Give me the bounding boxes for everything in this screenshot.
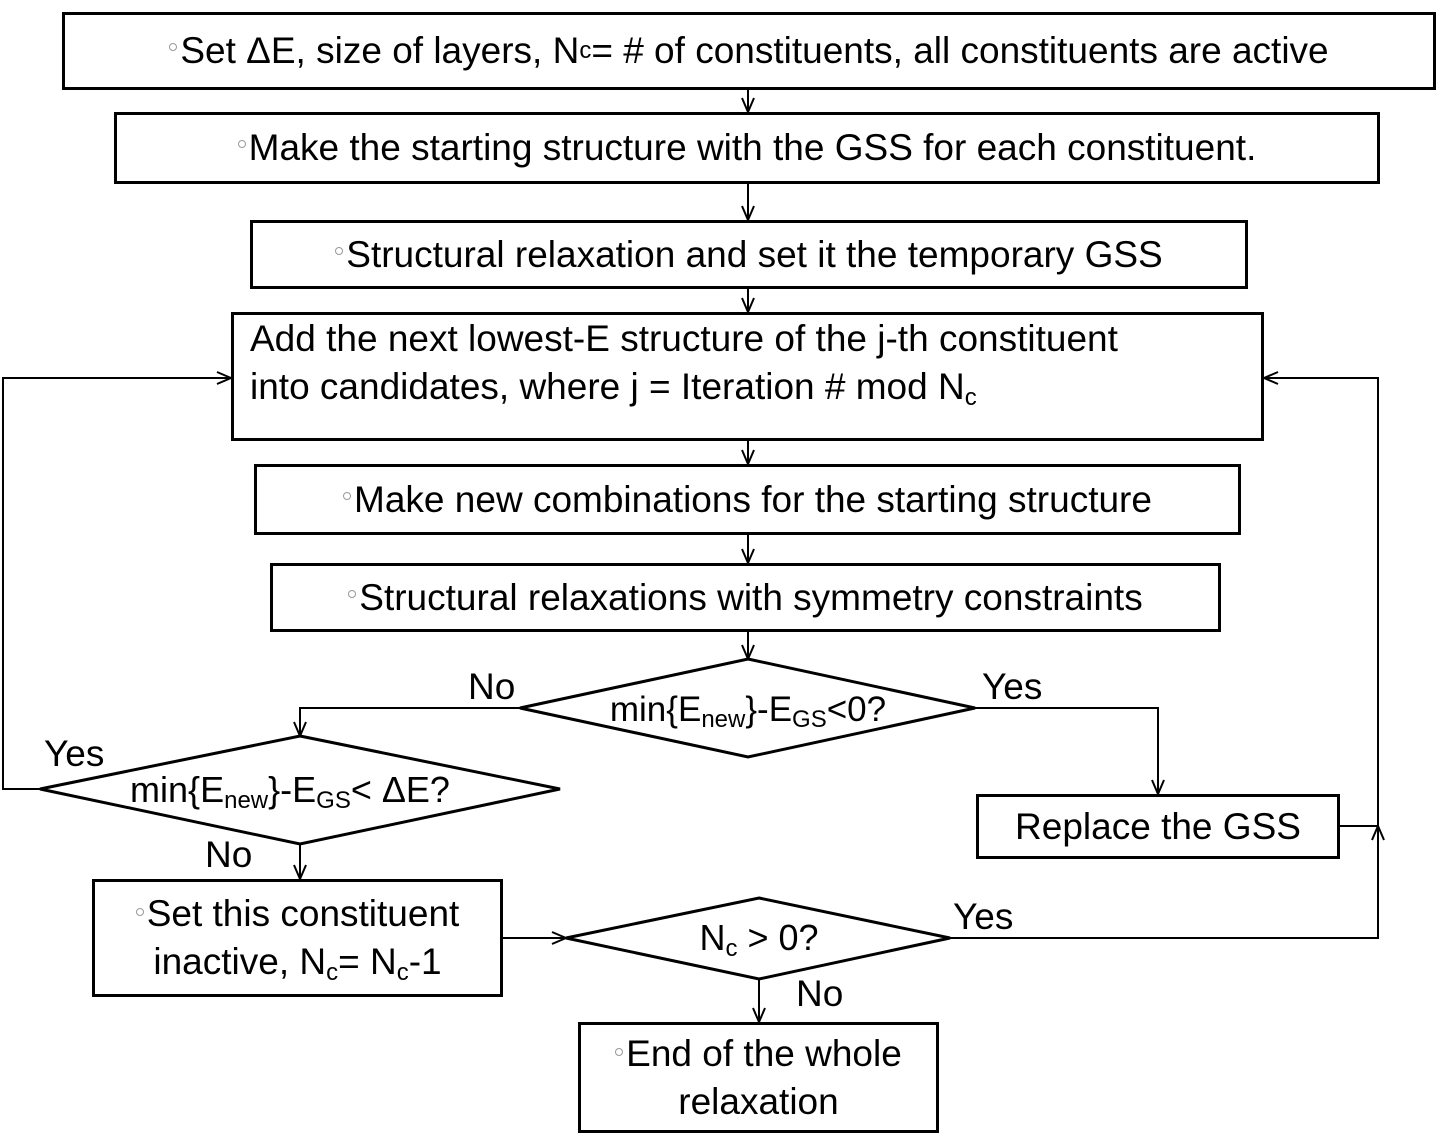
decision2-diamond	[39, 734, 561, 846]
decision1-diamond	[519, 657, 976, 759]
step6-box: Structural relaxations with symmetry con…	[270, 563, 1221, 632]
end-box: End of the whole relaxation	[578, 1022, 939, 1133]
inactive-line2: inactive, Nc= Nc-1	[153, 941, 442, 986]
step1-text-pre: Set ΔE, size of layers, N	[180, 30, 580, 71]
step4-box: Add the next lowest-E structure of the j…	[231, 312, 1264, 441]
step4-line1: Add the next lowest-E structure of the j…	[250, 318, 1118, 359]
step2-box: Make the starting structure with the GSS…	[114, 112, 1380, 184]
step6-text: Structural relaxations with symmetry con…	[359, 576, 1143, 618]
arrow-decision1-no	[300, 707, 520, 736]
label-decision2-yes: Yes	[44, 733, 105, 774]
inactive-line1: Set this constituent	[135, 890, 459, 938]
step4-line2: into candidates, where j = Iteration # m…	[250, 363, 977, 411]
bullet-icon	[237, 140, 246, 148]
end-line1: End of the whole	[615, 1030, 902, 1078]
arrow-replace-loop	[1264, 378, 1379, 827]
bullet-icon	[135, 908, 144, 917]
replace-gss-text: Replace the GSS	[1015, 805, 1301, 847]
step1-text-post: = # of constituents, all constituents ar…	[591, 30, 1329, 71]
replace-gss-box: Replace the GSS	[976, 794, 1340, 859]
label-decision1-yes: Yes	[982, 666, 1043, 707]
label-decision3-no: No	[796, 973, 844, 1014]
arrow-decision3-yes	[950, 826, 1378, 939]
label-decision1-no: No	[468, 666, 516, 707]
label-decision3-yes: Yes	[953, 896, 1014, 937]
bullet-icon	[169, 43, 178, 51]
step4-line2-sub: c	[964, 384, 977, 411]
step5-box: Make new combinations for the starting s…	[254, 464, 1241, 535]
end-line2: relaxation	[678, 1080, 839, 1122]
step3-text: Structural relaxation and set it the tem…	[346, 233, 1163, 275]
bullet-icon	[615, 1047, 624, 1056]
decision1-text: min{Enew}-EGS<0?	[609, 690, 887, 733]
arrow-decision1-yes	[975, 707, 1158, 794]
step5-text: Make new combinations for the starting s…	[354, 478, 1152, 520]
step3-box: Structural relaxation and set it the tem…	[250, 220, 1248, 289]
decision2-text: min{Enew}-EGS< ΔE?	[130, 769, 450, 814]
step4-line2-pre: into candidates, where j = Iteration # m…	[250, 366, 965, 407]
bullet-icon	[335, 246, 344, 255]
bullet-icon	[348, 589, 357, 598]
decision3-diamond	[565, 896, 951, 981]
inactive-box: Set this constituent inactive, Nc= Nc-1	[92, 879, 503, 997]
step2-text: Make the starting structure with the GSS…	[248, 127, 1257, 168]
arrow-decision2-yes-loop	[2, 378, 231, 790]
decision3-text: Nc > 0?	[699, 917, 819, 962]
label-decision2-no: No	[205, 834, 253, 875]
bullet-icon	[343, 491, 352, 500]
